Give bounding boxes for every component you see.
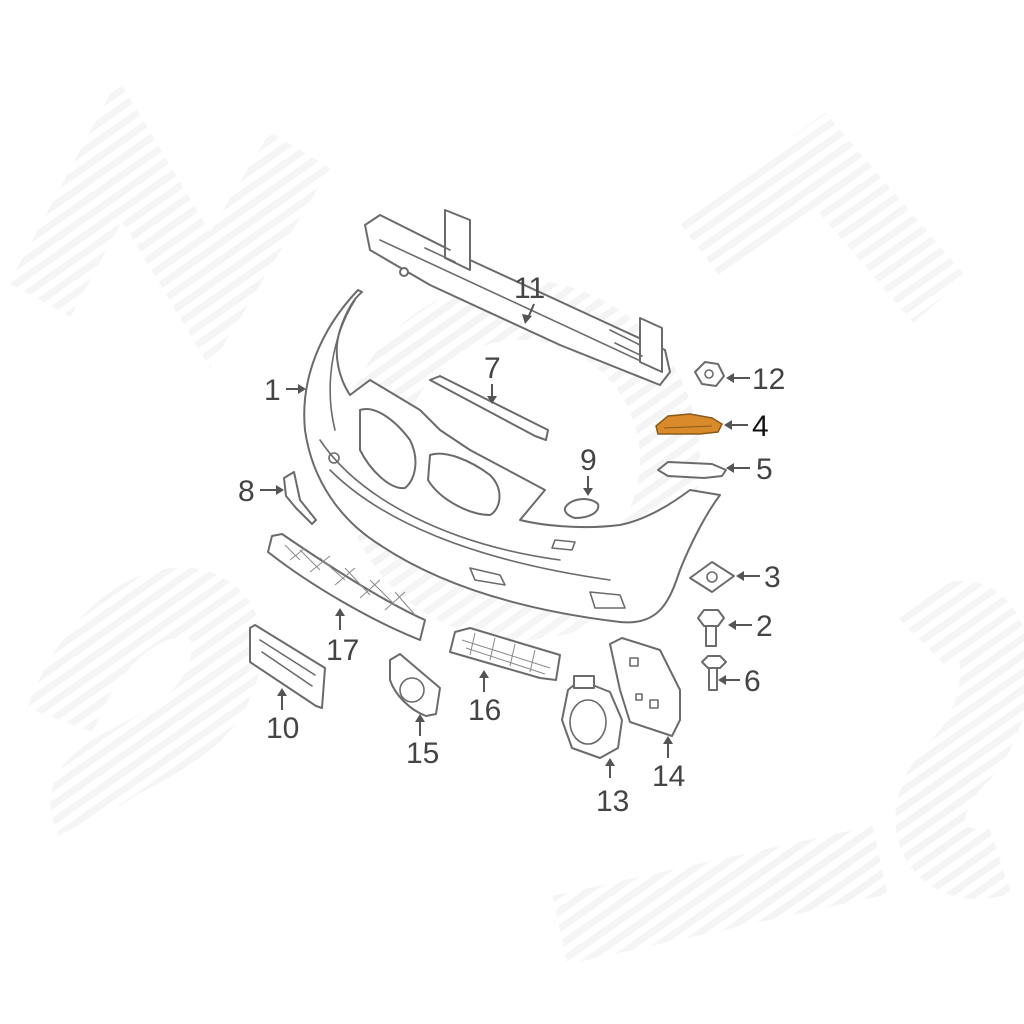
callout-12: 12 bbox=[752, 363, 785, 396]
callout-10: 10 bbox=[266, 712, 299, 745]
part-4-bracket-highlighted bbox=[655, 413, 723, 435]
leader-lines bbox=[260, 303, 760, 778]
callout-labels: 1 2 3 4 5 6 7 8 9 10 11 12 13 14 15 16 1… bbox=[238, 272, 785, 818]
part-11-bumper-carrier bbox=[364, 209, 671, 386]
callout-7: 7 bbox=[484, 352, 501, 385]
part-12-nut bbox=[694, 361, 725, 387]
callout-2: 2 bbox=[756, 610, 773, 643]
part-7-trim-strip bbox=[429, 375, 549, 441]
callout-8: 8 bbox=[238, 475, 255, 508]
callout-16: 16 bbox=[468, 694, 501, 727]
callout-9: 9 bbox=[580, 444, 597, 477]
callout-5: 5 bbox=[756, 453, 773, 486]
callout-6: 6 bbox=[744, 665, 761, 698]
part-9-tow-hook-cover bbox=[563, 498, 600, 519]
part-15-fog-light-trim bbox=[389, 653, 441, 717]
callout-4: 4 bbox=[752, 410, 769, 443]
callout-14: 14 bbox=[652, 760, 685, 793]
part-5-bracket bbox=[657, 461, 727, 479]
callout-11: 11 bbox=[514, 272, 545, 305]
callout-3: 3 bbox=[764, 561, 781, 594]
part-16-grille-insert bbox=[449, 627, 561, 681]
part-14-mounting-plate bbox=[609, 637, 681, 737]
callout-17: 17 bbox=[326, 634, 359, 667]
part-3-clip-nut bbox=[689, 561, 735, 593]
part-17-lower-grille bbox=[267, 533, 426, 641]
part-1-bumper-cover bbox=[303, 289, 721, 624]
callout-13: 13 bbox=[596, 785, 629, 818]
part-2-bolt bbox=[697, 609, 725, 647]
part-8-side-bracket bbox=[283, 471, 317, 525]
callout-15: 15 bbox=[406, 737, 439, 770]
part-10-license-plate-bracket bbox=[249, 624, 326, 709]
part-13-fog-lamp bbox=[561, 675, 623, 759]
part-6-screw bbox=[701, 655, 727, 691]
callout-1: 1 bbox=[264, 374, 281, 407]
